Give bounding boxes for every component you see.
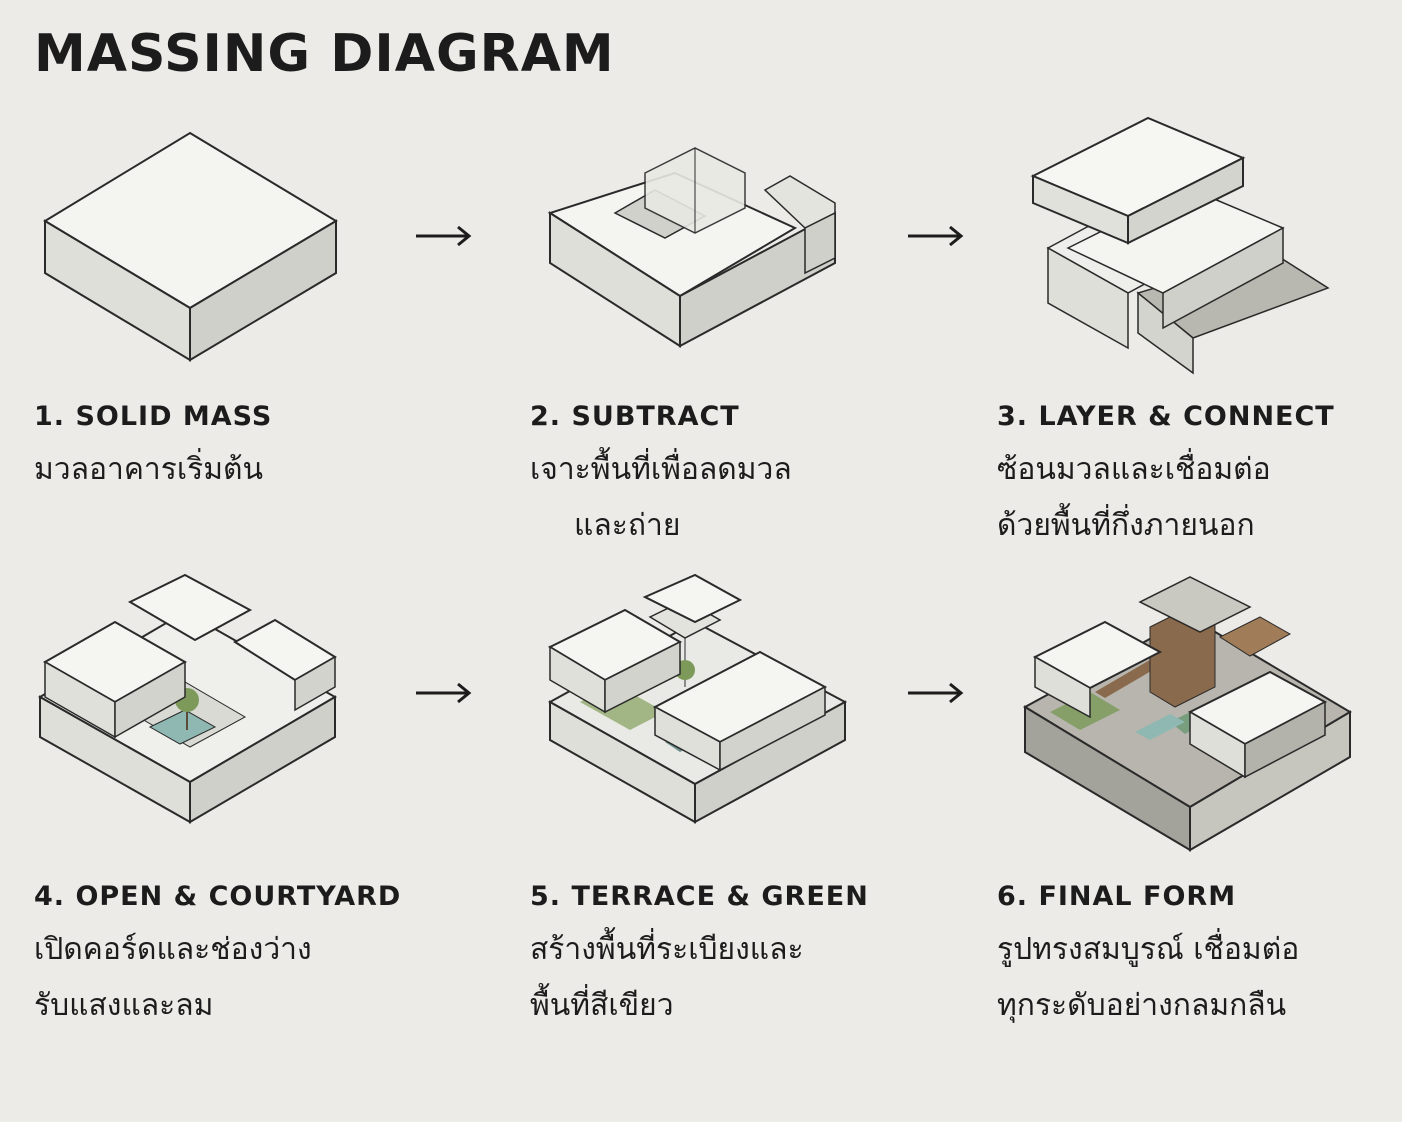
step-caption: 2. SUBTRACT เจาะพื้นที่เพื่อลดมวล และถ่า… bbox=[530, 400, 792, 554]
arrow-icon bbox=[414, 224, 474, 248]
step-description: เปิดคอร์ดและช่องว่าง รับแสงและลม bbox=[34, 932, 312, 1023]
step-description: รูปทรงสมบูรณ์ เชื่อมต่อ ทุกระดับอย่างกลม… bbox=[997, 932, 1300, 1023]
step-description: เจาะพื้นที่เพื่อลดมวล และถ่าย bbox=[530, 452, 792, 543]
step-description: มวลอาคารเริ่มต้น bbox=[34, 452, 264, 487]
arrow-icon bbox=[906, 681, 966, 705]
step-title: 3. LAYER & CONNECT bbox=[997, 401, 1335, 432]
layer-connect-diagram bbox=[1028, 98, 1338, 382]
step-title: 4. OPEN & COURTYARD bbox=[34, 881, 402, 912]
final-form-diagram bbox=[1020, 572, 1355, 861]
step-title: 6. FINAL FORM bbox=[997, 881, 1237, 912]
page-title: MASSING DIAGRAM bbox=[34, 24, 615, 84]
subtract-diagram bbox=[545, 118, 845, 357]
step-caption: 1. SOLID MASS มวลอาคารเริ่มต้น bbox=[34, 400, 272, 498]
courtyard-diagram bbox=[35, 572, 340, 831]
step-description: สร้างพื้นที่ระเบียงและ พื้นที่สีเขียว bbox=[530, 932, 804, 1023]
step-title: 5. TERRACE & GREEN bbox=[530, 881, 869, 912]
step-caption: 4. OPEN & COURTYARD เปิดคอร์ดและช่องว่าง… bbox=[34, 880, 401, 1034]
step-description: ซ้อนมวลและเชื่อมต่อ ด้วยพื้นที่กึ่งภายนอ… bbox=[997, 452, 1271, 543]
step-caption: 3. LAYER & CONNECT ซ้อนมวลและเชื่อมต่อ ด… bbox=[997, 400, 1335, 554]
step-title: 1. SOLID MASS bbox=[34, 401, 273, 432]
terrace-green-diagram bbox=[545, 572, 850, 831]
arrow-icon bbox=[906, 224, 966, 248]
step-caption: 6. FINAL FORM รูปทรงสมบูรณ์ เชื่อมต่อ ทุ… bbox=[997, 880, 1299, 1034]
step-caption: 5. TERRACE & GREEN สร้างพื้นที่ระเบียงแล… bbox=[530, 880, 869, 1034]
step-title: 2. SUBTRACT bbox=[530, 401, 740, 432]
arrow-icon bbox=[414, 681, 474, 705]
solid-mass-diagram bbox=[40, 128, 345, 372]
